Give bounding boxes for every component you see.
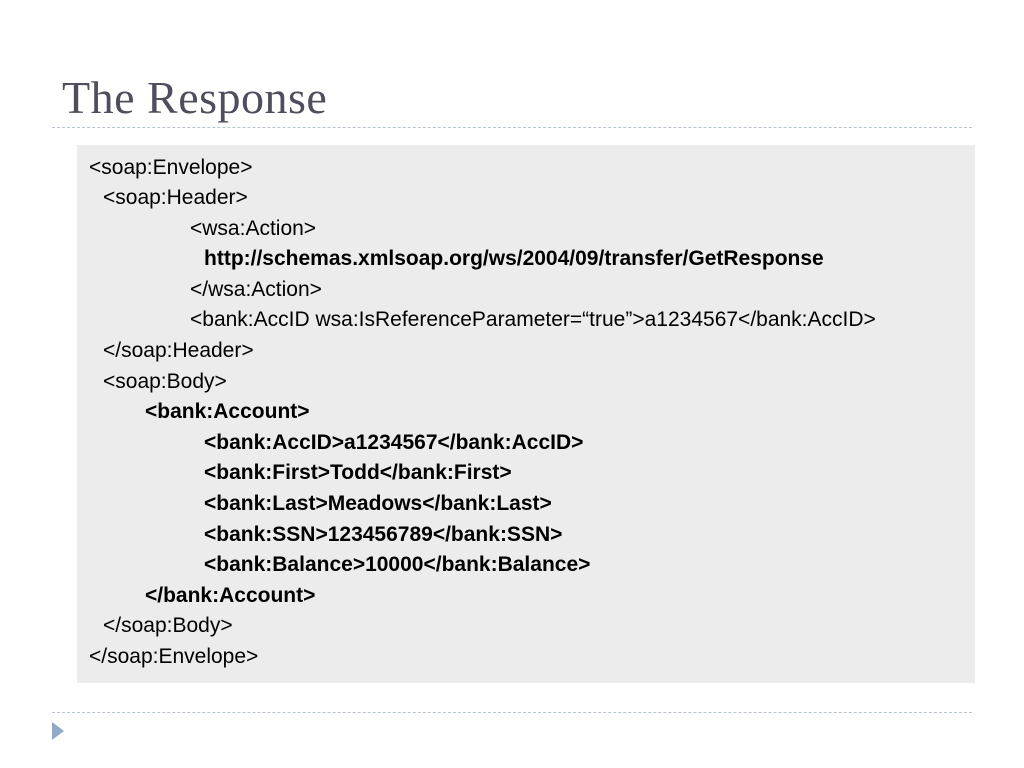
footer-divider (52, 712, 972, 713)
code-line-account-close: </bank:Account> (145, 584, 316, 607)
code-line-account-last: <bank:Last>Meadows</bank:Last> (204, 492, 552, 515)
code-line-account-accid: <bank:AccID>a1234567</bank:AccID> (204, 431, 584, 454)
code-line-account-first: <bank:First>Todd</bank:First> (204, 461, 512, 484)
code-line-action-open: <wsa:Action> (190, 217, 317, 240)
code-line-action-close: </wsa:Action> (190, 278, 322, 301)
code-line-header-open: <soap:Header> (103, 186, 248, 209)
code-line-action-url: http://schemas.xmlsoap.org/ws/2004/09/tr… (204, 247, 824, 270)
code-block: <soap:Envelope> <soap:Header> <wsa:Actio… (77, 145, 975, 683)
triangle-bullet-icon (52, 722, 64, 740)
code-line-header-close: </soap:Header> (103, 339, 254, 362)
code-line-account-balance: <bank:Balance>10000</bank:Balance> (204, 553, 591, 576)
title-divider (52, 127, 972, 128)
code-line-body-open: <soap:Body> (103, 370, 227, 393)
slide-title: The Response (62, 72, 328, 123)
code-line-account-ssn: <bank:SSN>123456789</bank:SSN> (204, 523, 563, 546)
code-line-envelope-open: <soap:Envelope> (89, 156, 253, 179)
code-line-account-open: <bank:Account> (145, 400, 310, 423)
code-line-envelope-close: </soap:Envelope> (89, 645, 259, 668)
code-line-body-close: </soap:Body> (103, 614, 233, 637)
code-line-accid-reference: <bank:AccID wsa:IsReferenceParameter=“tr… (190, 308, 876, 331)
